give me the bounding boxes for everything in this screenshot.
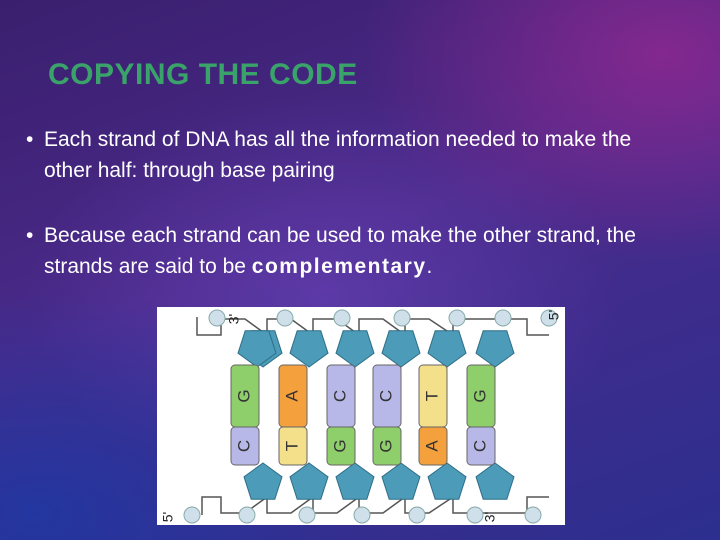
bottom-sugar — [427, 462, 467, 500]
bottom-base — [372, 426, 402, 466]
bottom-base-label: A — [422, 440, 441, 452]
bottom-strand-left-end-label: 5' — [160, 512, 176, 522]
bottom-phosphate — [524, 506, 542, 524]
bottom-sugar — [335, 462, 375, 500]
bottom-phosphate — [466, 506, 484, 524]
bottom-phosphate — [353, 506, 371, 524]
top-phosphate — [494, 309, 512, 327]
top-phosphate — [540, 309, 558, 327]
bullet-term: complementary — [251, 255, 427, 278]
top-strand-left-end-label: 3' — [226, 314, 242, 324]
bottom-base — [466, 426, 496, 466]
top-sugar — [427, 330, 467, 368]
bullet-list: • Each strand of DNA has all the informa… — [26, 124, 666, 316]
dna-diagram: G A C C T G C T G G A C 3' 5' 5' 3' — [157, 307, 565, 525]
top-phosphate — [276, 309, 294, 327]
top-base-label: G — [234, 389, 253, 402]
bullet-item: • Because each strand can be used to mak… — [26, 220, 666, 282]
bottom-base-label: G — [330, 439, 349, 452]
top-sugar — [381, 330, 421, 368]
top-strand-right-end-label: 5' — [546, 310, 562, 320]
bottom-base — [418, 426, 448, 466]
top-phosphate — [448, 309, 466, 327]
bottom-backbone-line — [201, 495, 549, 515]
bottom-sugar — [381, 462, 421, 500]
top-base-label: G — [470, 389, 489, 402]
bottom-base — [326, 426, 356, 466]
bottom-phosphate — [298, 506, 316, 524]
dna-diagram-svg: G A C C T G C T G G A C 3' 5' 5' 3' — [160, 309, 562, 524]
slide-title: COPYING THE CODE — [48, 58, 358, 91]
bottom-sugar — [475, 462, 515, 500]
top-phosphate — [208, 309, 226, 327]
bottom-base — [278, 426, 308, 466]
top-base-label: C — [376, 390, 395, 402]
bullet-text: Each strand of DNA has all the informati… — [44, 128, 632, 182]
top-sugar — [475, 330, 515, 368]
bottom-sugar — [243, 462, 283, 500]
bullet-item: • Each strand of DNA has all the informa… — [26, 124, 666, 186]
top-sugar — [237, 330, 277, 368]
top-phosphate — [333, 309, 351, 327]
top-sugar — [335, 330, 375, 368]
bottom-strand-right-end-label: 3' — [482, 512, 498, 522]
bottom-phosphate — [183, 506, 201, 524]
bullet-text-end: . — [426, 255, 433, 278]
bottom-base — [230, 426, 260, 466]
top-base-label: A — [282, 390, 301, 402]
top-sugar — [289, 330, 329, 368]
bottom-sugar — [289, 462, 329, 500]
bottom-base-label: C — [470, 440, 489, 452]
top-phosphate — [393, 309, 411, 327]
bullet-marker: • — [26, 128, 34, 151]
top-base-label: C — [330, 390, 349, 402]
bottom-base-label: C — [234, 440, 253, 452]
bullet-text: Because each strand can be used to make … — [44, 224, 636, 278]
bullet-marker: • — [26, 224, 34, 247]
bottom-phosphate — [238, 506, 256, 524]
bottom-base-label: G — [376, 439, 395, 452]
bottom-phosphate — [408, 506, 426, 524]
top-base-label: T — [422, 391, 441, 401]
bottom-base-label: T — [282, 441, 301, 451]
